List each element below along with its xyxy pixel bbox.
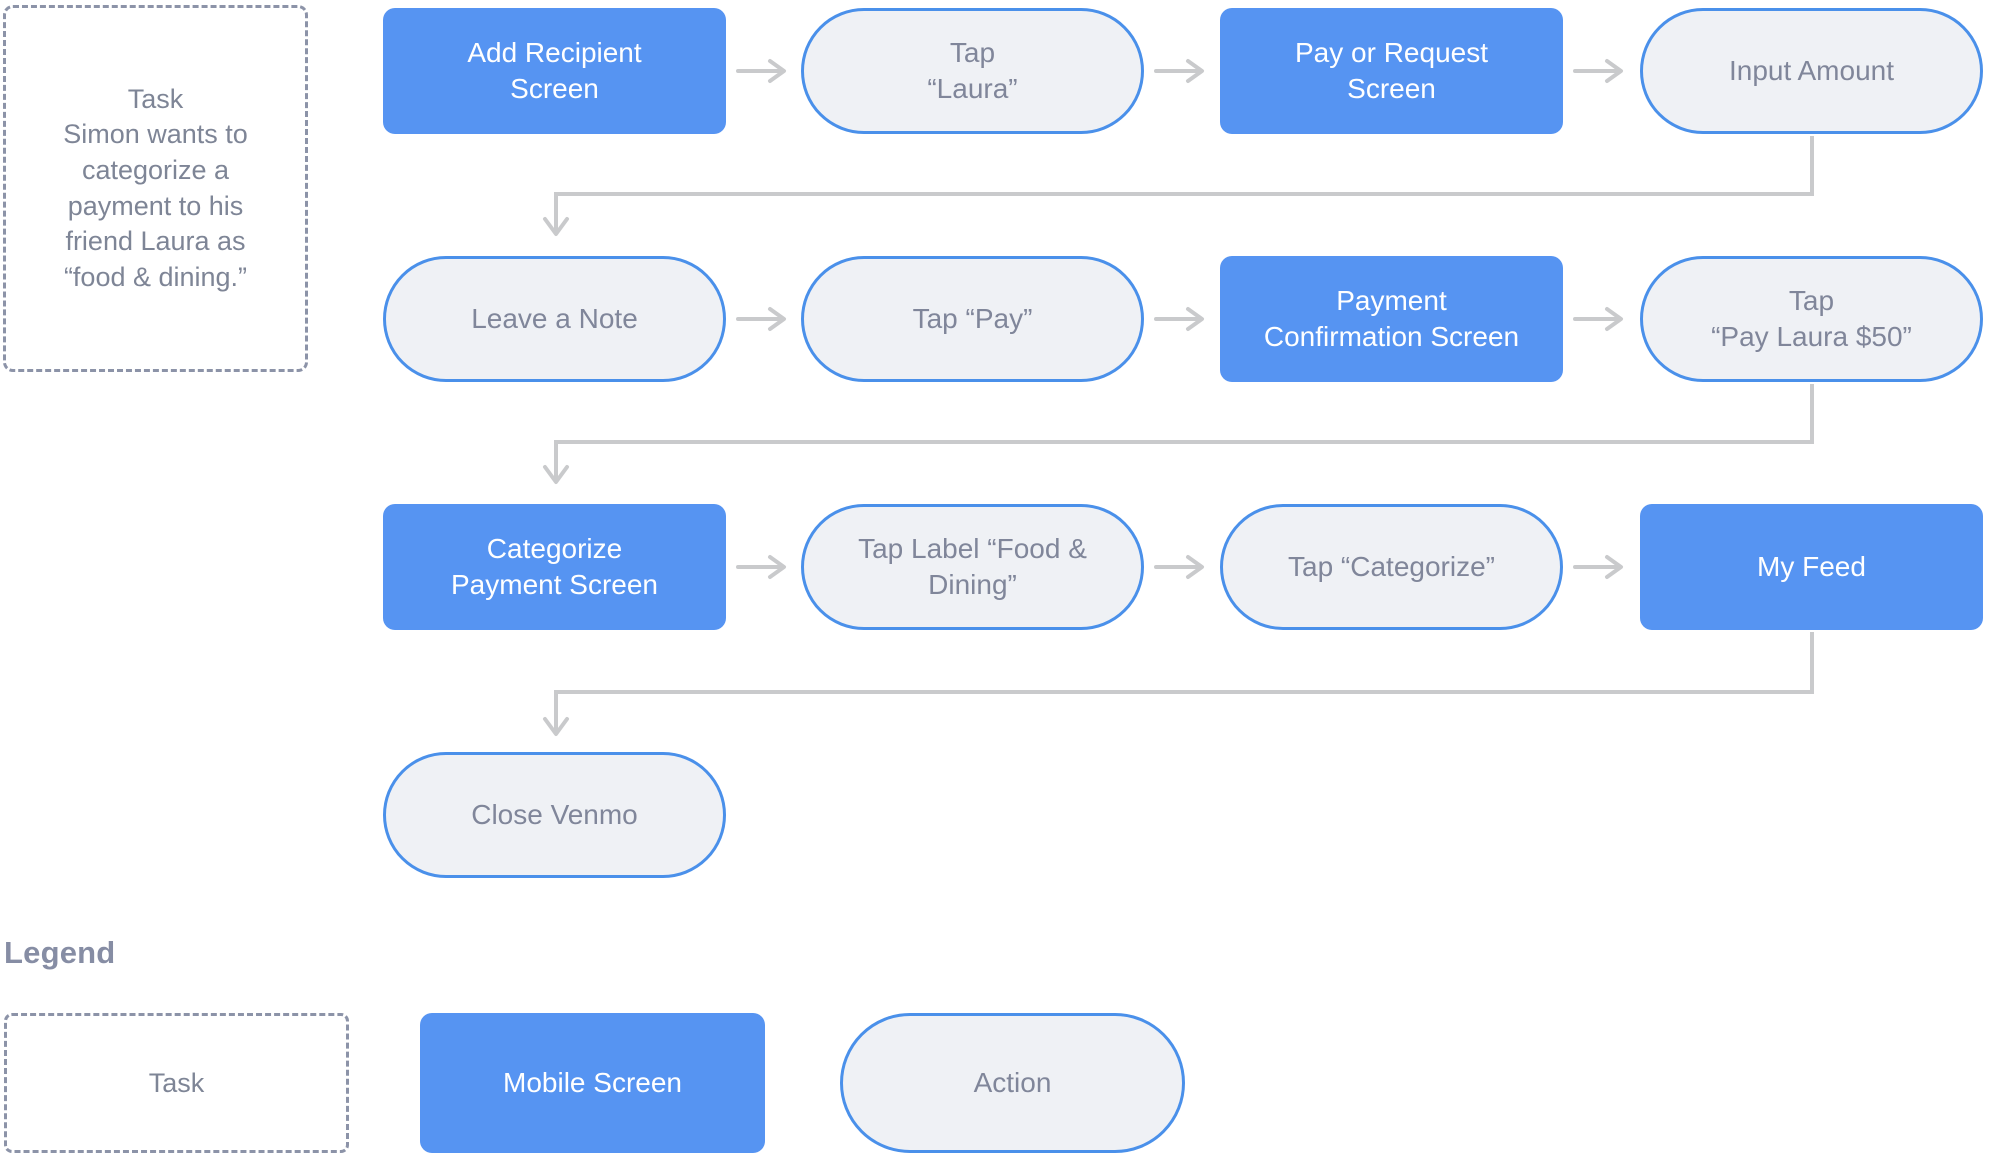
node-my-feed[interactable]: My Feed [1640,504,1983,630]
arrow-right-icon [1573,52,1628,90]
node-categorize-payment-screen[interactable]: Categorize Payment Screen [383,504,726,630]
node-tap-label-food-and-dining[interactable]: Tap Label “Food & Dining” [801,504,1144,630]
node-tap-pay-laura-50[interactable]: Tap “Pay Laura $50” [1640,256,1983,382]
node-tap-laura[interactable]: Tap “Laura” [801,8,1144,134]
legend-item-task: Task [4,1013,349,1153]
legend-item-action: Action [840,1013,1185,1153]
legend-row: Task Mobile Screen Action [0,1013,2001,1153]
arrow-right-icon [736,548,791,586]
node-tap-pay[interactable]: Tap “Pay” [801,256,1144,382]
elbow-down-connector [540,382,1820,502]
legend-item-mobile-screen: Mobile Screen [420,1013,765,1153]
arrow-right-icon [1154,300,1209,338]
elbow-down-connector [540,630,1820,760]
arrow-right-icon [736,300,791,338]
arrow-right-icon [736,52,791,90]
task-note: Task Simon wants to categorize a payment… [3,5,308,372]
node-add-recipient-screen[interactable]: Add Recipient Screen [383,8,726,134]
legend-title: Legend [4,935,116,970]
node-tap-categorize[interactable]: Tap “Categorize” [1220,504,1563,630]
elbow-down-connector [540,134,1820,254]
arrow-right-icon [1573,300,1628,338]
node-input-amount[interactable]: Input Amount [1640,8,1983,134]
arrow-right-icon [1154,548,1209,586]
node-close-venmo[interactable]: Close Venmo [383,752,726,878]
arrow-right-icon [1154,52,1209,90]
arrow-right-icon [1573,548,1628,586]
node-leave-a-note[interactable]: Leave a Note [383,256,726,382]
node-payment-confirmation-screen[interactable]: Payment Confirmation Screen [1220,256,1563,382]
node-pay-or-request-screen[interactable]: Pay or Request Screen [1220,8,1563,134]
